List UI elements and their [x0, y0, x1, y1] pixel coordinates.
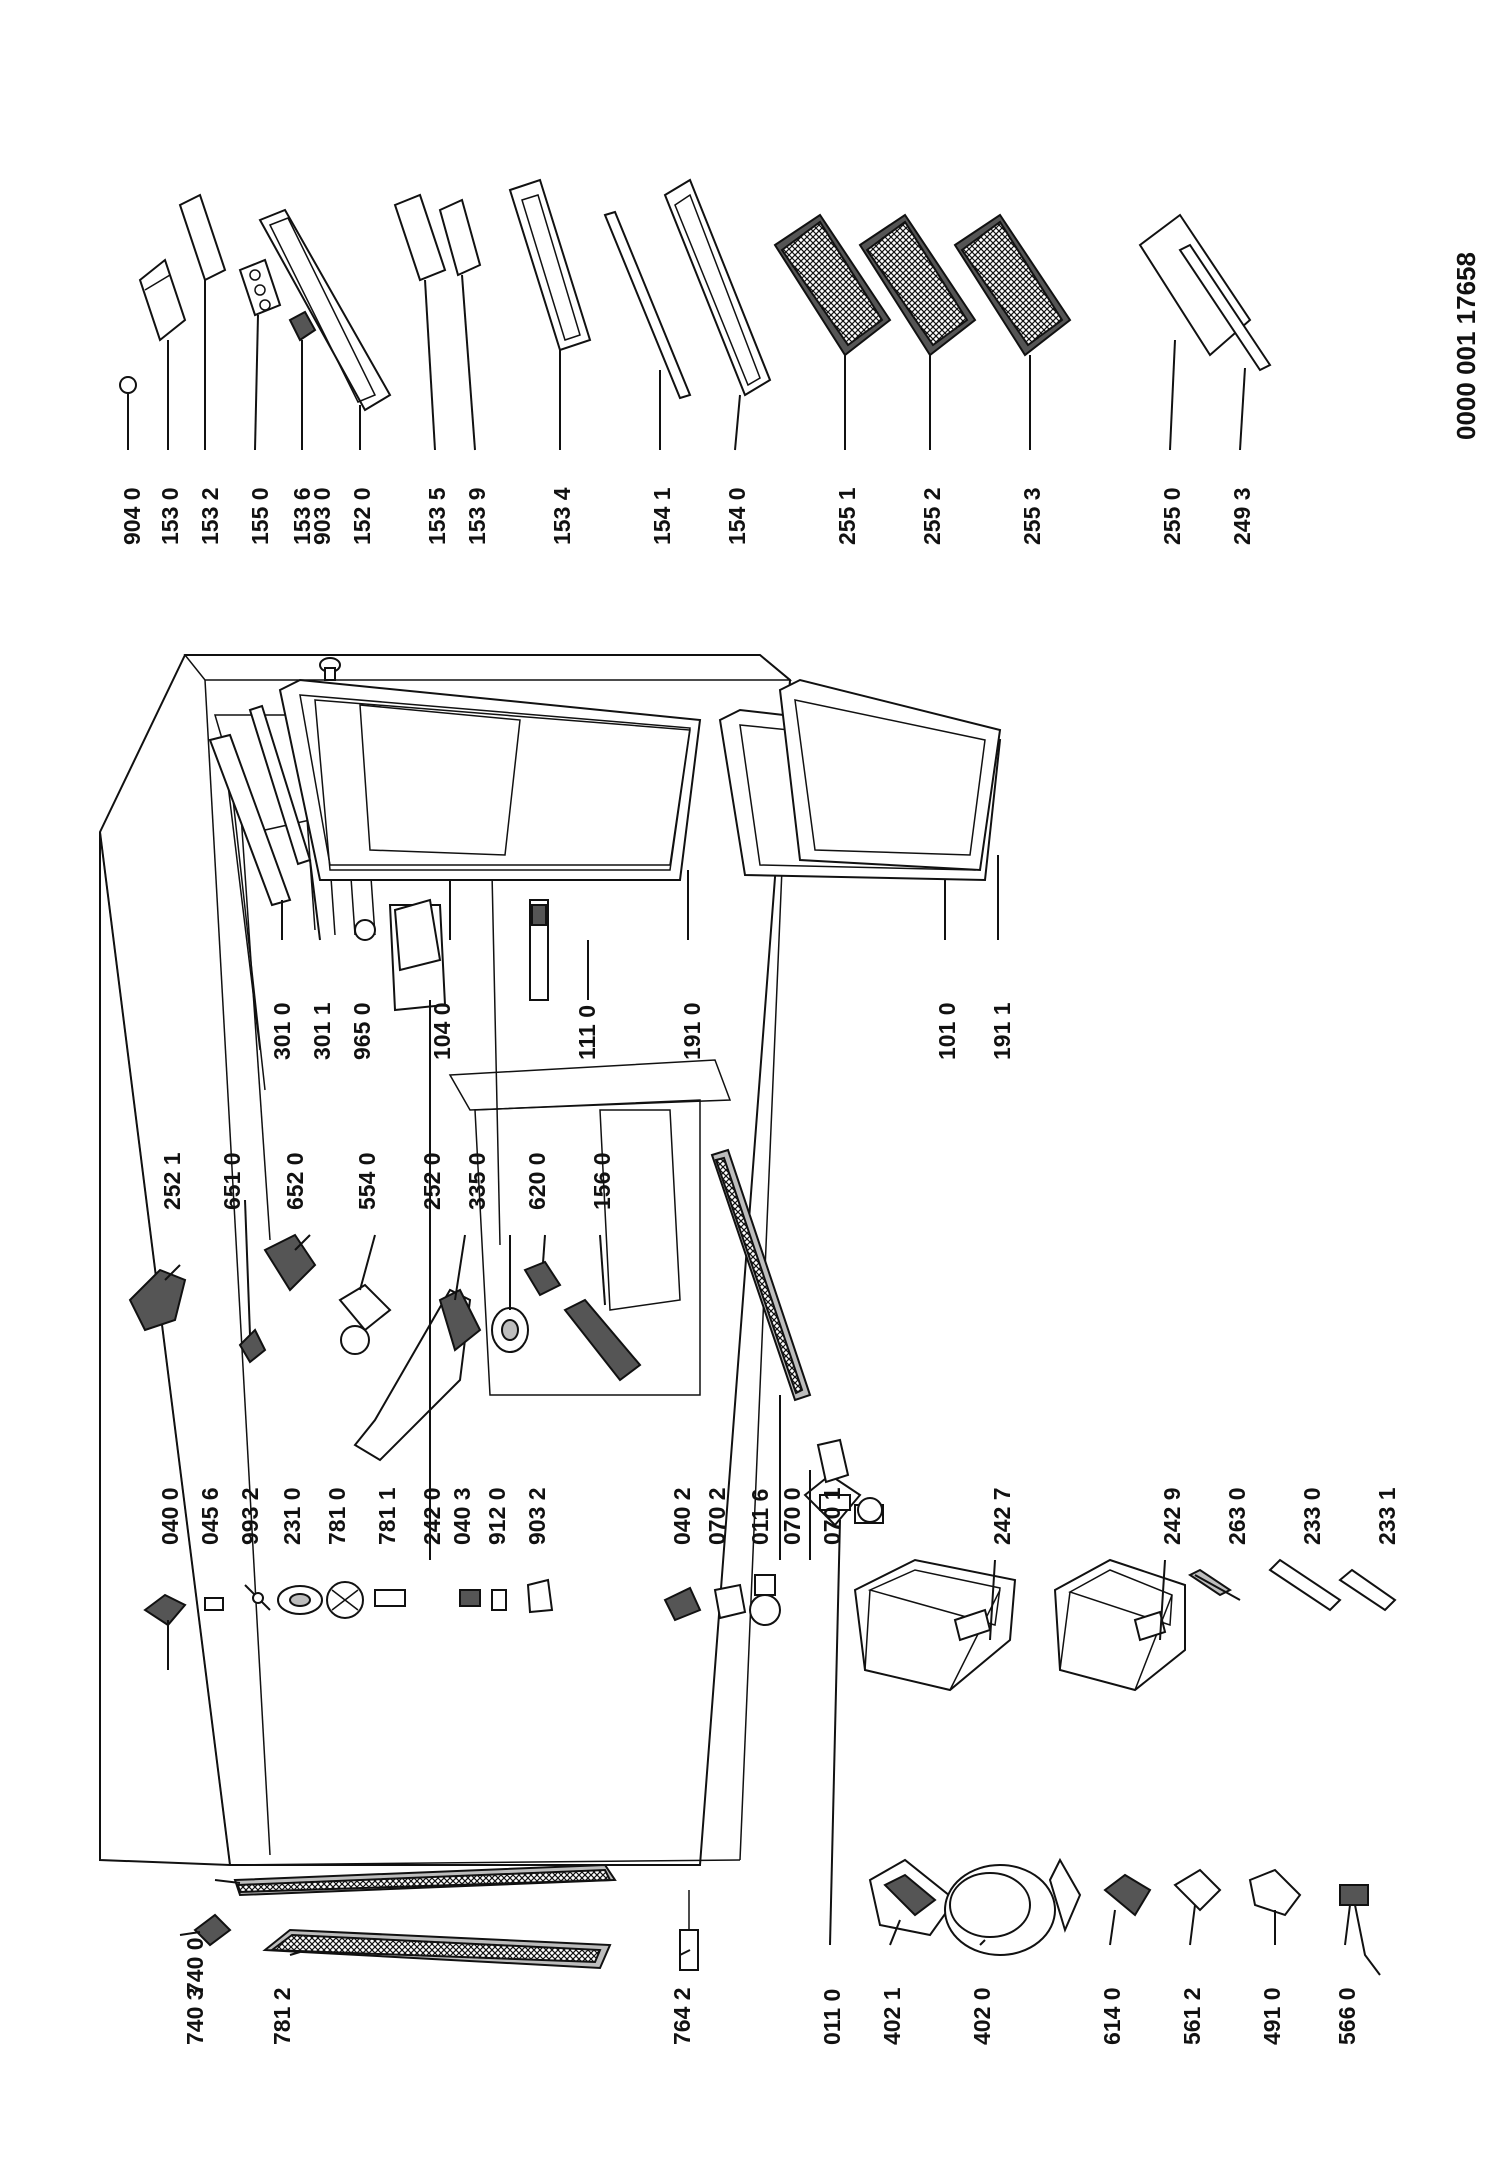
part-label-242-7: 242 7 [989, 1487, 1015, 1545]
compressor-group [868, 1857, 1381, 1976]
part-label-402-1: 402 1 [879, 1987, 905, 2045]
part-label-045-6: 045 6 [197, 1487, 223, 1545]
part-label-255-0: 255 0 [1159, 487, 1185, 545]
part-label-335-0: 335 0 [464, 1152, 490, 1210]
part-label-111-0: 111 0 [574, 1005, 600, 1060]
part-label-912-0: 912 0 [484, 1487, 510, 1545]
door-assembly [208, 678, 1002, 1001]
part-label-781-2: 781 2 [269, 1987, 295, 2045]
part-label-903-0: 903 0 [309, 487, 335, 545]
part-label-153-0: 153 0 [157, 487, 183, 545]
part-label-781-0: 781 0 [324, 1487, 350, 1545]
part-label-191-0: 191 0 [679, 1002, 705, 1060]
hinge-pin [679, 1890, 699, 1971]
part-label-965-0: 965 0 [349, 1002, 375, 1060]
part-label-566-0: 566 0 [1334, 1987, 1360, 2045]
shelf-rails [1268, 1558, 1397, 1612]
part-label-153-4: 153 4 [549, 487, 575, 545]
part-label-231-0: 231 0 [279, 1487, 305, 1545]
crisper-drawer-lower [1053, 1558, 1186, 1692]
part-label-554-0: 554 0 [354, 1152, 380, 1210]
part-label-255-2: 255 2 [919, 487, 945, 545]
part-label-104-0: 104 0 [429, 1002, 455, 1060]
bottom-grille [262, 1928, 612, 1970]
part-label-153-9: 153 9 [464, 487, 490, 545]
part-label-903-2: 903 2 [524, 1487, 550, 1545]
part-label-011-0: 011 0 [819, 1989, 845, 2045]
door-accessories [119, 178, 1272, 412]
control-components [128, 1233, 642, 1462]
part-label-614-0: 614 0 [1099, 1987, 1125, 2045]
part-label-301-1: 301 1 [309, 1002, 335, 1060]
part-label-252-0: 252 0 [419, 1152, 445, 1210]
part-label-154-1: 154 1 [649, 487, 675, 545]
part-label-040-3: 040 3 [449, 1487, 475, 1545]
part-label-301-0: 301 0 [269, 1002, 295, 1060]
document-number: 0000 001 17658 [1451, 252, 1481, 440]
part-label-993-2: 993 2 [237, 1487, 263, 1545]
part-label-233-1: 233 1 [1374, 1487, 1400, 1545]
part-label-152-0: 152 0 [349, 487, 375, 545]
part-label-255-1: 255 1 [834, 487, 860, 545]
part-label-249-3: 249 3 [1229, 487, 1255, 545]
part-label-740-3: 740 3 [182, 1987, 208, 2045]
crisper-drawer-upper [853, 1558, 1017, 1692]
drawer-rail [1188, 1568, 1241, 1601]
part-label-402-0: 402 0 [969, 1987, 995, 2045]
part-label-904-0: 904 0 [119, 487, 145, 545]
part-label-255-3: 255 3 [1019, 487, 1045, 545]
part-label-156-0: 156 0 [589, 1152, 615, 1210]
part-label-070-0: 070 0 [779, 1487, 805, 1545]
leader-lines [127, 274, 1351, 1956]
part-label-040-0: 040 0 [157, 1487, 183, 1545]
part-label-154-0: 154 0 [724, 487, 750, 545]
part-label-252-1: 252 1 [159, 1152, 185, 1210]
hinge-cover [193, 1913, 232, 1947]
door-screw [319, 657, 341, 681]
part-label-242-9: 242 9 [1159, 1487, 1185, 1545]
part-label-155-0: 155 0 [247, 487, 273, 545]
part-label-233-0: 233 0 [1299, 1487, 1325, 1545]
cabinet-assembly [99, 654, 884, 1897]
part-label-191-1: 191 1 [989, 1002, 1015, 1060]
part-label-263-0: 263 0 [1224, 1487, 1250, 1545]
part-label-764-2: 764 2 [669, 1987, 695, 2045]
part-label-011-6: 011 6 [747, 1489, 773, 1545]
part-label-740-0: 740 0 [182, 1937, 208, 1995]
cabinet-small-parts [143, 1574, 781, 1627]
part-label-070-2: 070 2 [704, 1487, 730, 1545]
part-label-781-1: 781 1 [374, 1487, 400, 1545]
part-label-101-0: 101 0 [934, 1002, 960, 1060]
part-label-491-0: 491 0 [1259, 1987, 1285, 2045]
part-label-561-2: 561 2 [1179, 1987, 1205, 2045]
part-label-153-2: 153 2 [197, 487, 223, 545]
part-label-242-0: 242 0 [419, 1487, 445, 1545]
part-label-620-0: 620 0 [524, 1152, 550, 1210]
part-label-070-1: 070 1 [819, 1487, 845, 1545]
part-label-153-5: 153 5 [424, 487, 450, 545]
part-label-651-0: 651 0 [219, 1152, 245, 1210]
part-label-153-6: 153 6 [289, 487, 315, 545]
part-label-040-2: 040 2 [669, 1487, 695, 1545]
part-label-652-0: 652 0 [282, 1152, 308, 1210]
